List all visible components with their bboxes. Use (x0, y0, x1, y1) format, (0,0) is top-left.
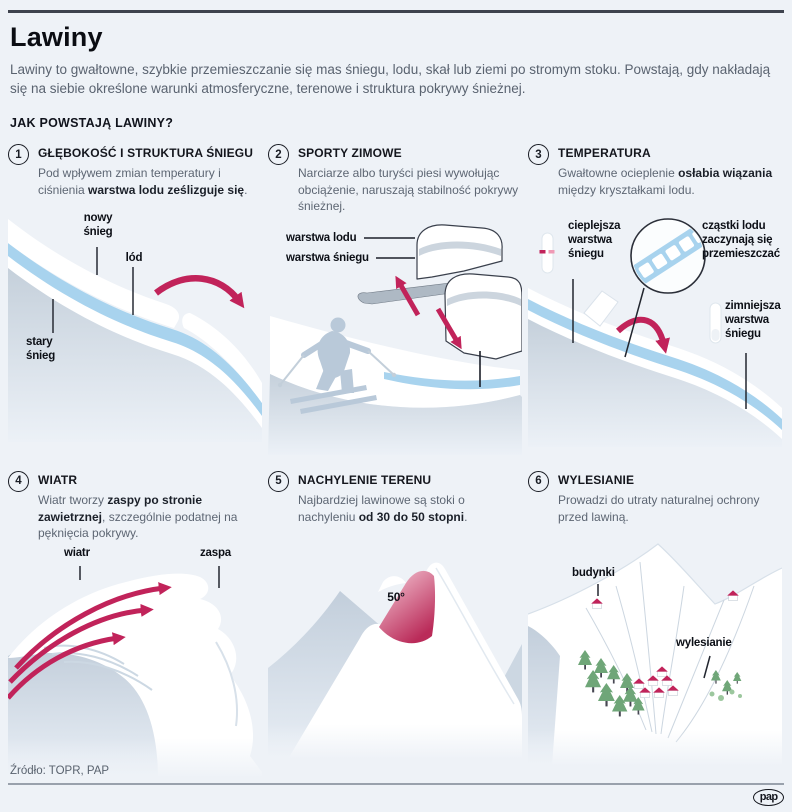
illustration-temperature: cieplejsza warstwa śniegu cząstki lodu z… (528, 207, 782, 448)
panel-number-badge: 2 (268, 144, 289, 166)
slide-arrow-icon (154, 275, 245, 309)
label-warmer-layer: cieplejsza warstwa śniegu (568, 220, 621, 261)
panel-header: 2 SPORTY ZIMOWE Narciarze albo turyści p… (268, 143, 522, 215)
panel-header: 4 WIATR Wiatr tworzy zaspy po stronie za… (8, 470, 262, 542)
panel-temperature: 3 TEMPERATURA Gwałtowne ocieplenie osłab… (528, 143, 782, 458)
page-title: Lawiny (10, 22, 103, 52)
label-ice-layer: warstwa lodu (286, 231, 357, 244)
slide-arrow-icon (615, 317, 670, 355)
snow-block-upper (416, 224, 503, 280)
illustration-snow-layers: nowy śnieg lód stary śnieg (8, 207, 262, 443)
panel-title: SPORTY ZIMOWE (298, 146, 402, 161)
label-deforestation: wylesianie (676, 636, 732, 649)
valley-snow (528, 543, 782, 766)
panel-number-badge: 4 (8, 470, 29, 492)
wind-arrow-icon (8, 631, 126, 700)
panel-title: WIATR (38, 472, 78, 487)
snow-block-lower (444, 273, 522, 360)
new-snow-layer (8, 219, 180, 329)
ice-layer (384, 371, 520, 390)
panel-slope-angle: 5 NACHYLENIE TERENU Najbardziej lawinowe… (268, 470, 522, 778)
label-buildings: budynki (572, 566, 615, 579)
panel-number-badge: 5 (268, 470, 289, 492)
panel-title: NACHYLENIE TERENU (298, 472, 432, 487)
valley-drawing (528, 543, 782, 766)
steep-slope-highlight (379, 570, 436, 644)
intro-text: Lawiny to gwałtowne, szybkie przemieszcz… (10, 62, 771, 97)
panel-header: 5 NACHYLENIE TERENU Najbardziej lawinowe… (268, 470, 522, 530)
temperature-drawing (528, 218, 782, 448)
wind-drift-drawing (8, 565, 262, 778)
panel-snow-structure: 1 GŁĘBOKOŚĆ I STRUKTURA ŚNIEGU Pod wpływ… (8, 143, 262, 458)
label-ice-particles: cząstki lodu zaczynają się przemieszczać (702, 220, 780, 261)
panel-number-badge: 1 (8, 144, 29, 166)
panel-description: Gwałtowne ocieplenie osłabia wiązania mi… (558, 166, 773, 197)
illustration-mountain-slope: 50° (268, 534, 522, 759)
illustration-skier: warstwa lodu warstwa śniegu (268, 219, 522, 458)
footer: Źródło: TOPR, PAP pap (8, 765, 784, 806)
magnifier-icon (630, 218, 706, 295)
ice-layer (8, 243, 262, 417)
wind-arrow-icon (14, 581, 172, 670)
pap-logo: pap (753, 789, 784, 806)
panel-header: 1 GŁĘBOKOŚĆ I STRUKTURA ŚNIEGU Pod wpływ… (8, 143, 262, 203)
panel-wind: 4 WIATR Wiatr tworzy zaspy po stronie za… (8, 470, 262, 778)
panel-title: TEMPERATURA (558, 146, 651, 161)
panel-number-badge: 3 (528, 144, 549, 166)
panel-header: 3 TEMPERATURA Gwałtowne ocieplenie osłab… (528, 143, 782, 203)
skier-silhouette (277, 317, 397, 414)
cracked-slab (583, 290, 619, 328)
leader-line (703, 655, 711, 679)
footer-rule (8, 783, 784, 785)
leader-line (624, 288, 645, 358)
source-note: Źródło: TOPR, PAP (10, 765, 110, 777)
wind-arrow-icon (8, 603, 154, 684)
infographic-page: Lawiny Lawiny to gwałtowne, szybkie prze… (0, 10, 792, 812)
illustration-wind-drift: wiatr zaspa (8, 546, 262, 778)
cold-thermometer-icon (709, 302, 722, 344)
label-colder-layer: zimniejsza warstwa śniegu (725, 300, 781, 341)
panel-description: Wiatr tworzy zaspy po stronie zawietrzne… (38, 492, 238, 541)
skier-drawing (268, 224, 522, 455)
forest-trees (578, 649, 742, 717)
foreground-mountain (288, 562, 522, 759)
label-slope-angle: 50° (387, 589, 405, 604)
top-rule (8, 10, 784, 13)
warm-thermometer-icon (539, 232, 555, 274)
panel-description: Prowadzi do utraty naturalnej ochrony pr… (558, 492, 760, 524)
section-title: JAK POWSTAJĄ LAWINY? (10, 116, 174, 131)
panel-title: WYLESIANIE (558, 472, 635, 487)
stress-arrow-icon (395, 275, 421, 317)
label-old-snow: stary śnieg (26, 336, 56, 363)
ice-layer (528, 299, 782, 431)
panel-number-badge: 6 (528, 470, 549, 492)
panel-title: GŁĘBOKOŚĆ I STRUKTURA ŚNIEGU (38, 146, 254, 161)
label-new-snow: nowy śnieg (83, 212, 113, 239)
panel-description: Pod wpływem zmian temperatury i ciśnieni… (38, 166, 248, 197)
snow-layers-drawing (8, 219, 262, 443)
panel-header: 6 WYLESIANIE Prowadzi do utraty naturaln… (528, 470, 782, 530)
mountain-drawing (268, 562, 522, 759)
panels-grid: 1 GŁĘBOKOŚĆ I STRUKTURA ŚNIEGU Pod wpływ… (8, 143, 784, 778)
label-drift: zaspa (200, 546, 231, 559)
illustration-valley: budynki wylesianie (528, 534, 782, 766)
panel-winter-sports: 2 SPORTY ZIMOWE Narciarze albo turyści p… (268, 143, 522, 458)
panel-description: Najbardziej lawinowe są stoki o nachylen… (298, 492, 468, 524)
label-wind: wiatr (64, 546, 90, 559)
label-snow-layer: warstwa śniegu (286, 251, 369, 264)
label-ice: lód (125, 252, 143, 265)
panel-deforestation: 6 WYLESIANIE Prowadzi do utraty naturaln… (528, 470, 782, 778)
panel-description: Narciarze albo turyści piesi wywołując o… (298, 166, 519, 214)
stress-arrow-icon (435, 307, 462, 350)
